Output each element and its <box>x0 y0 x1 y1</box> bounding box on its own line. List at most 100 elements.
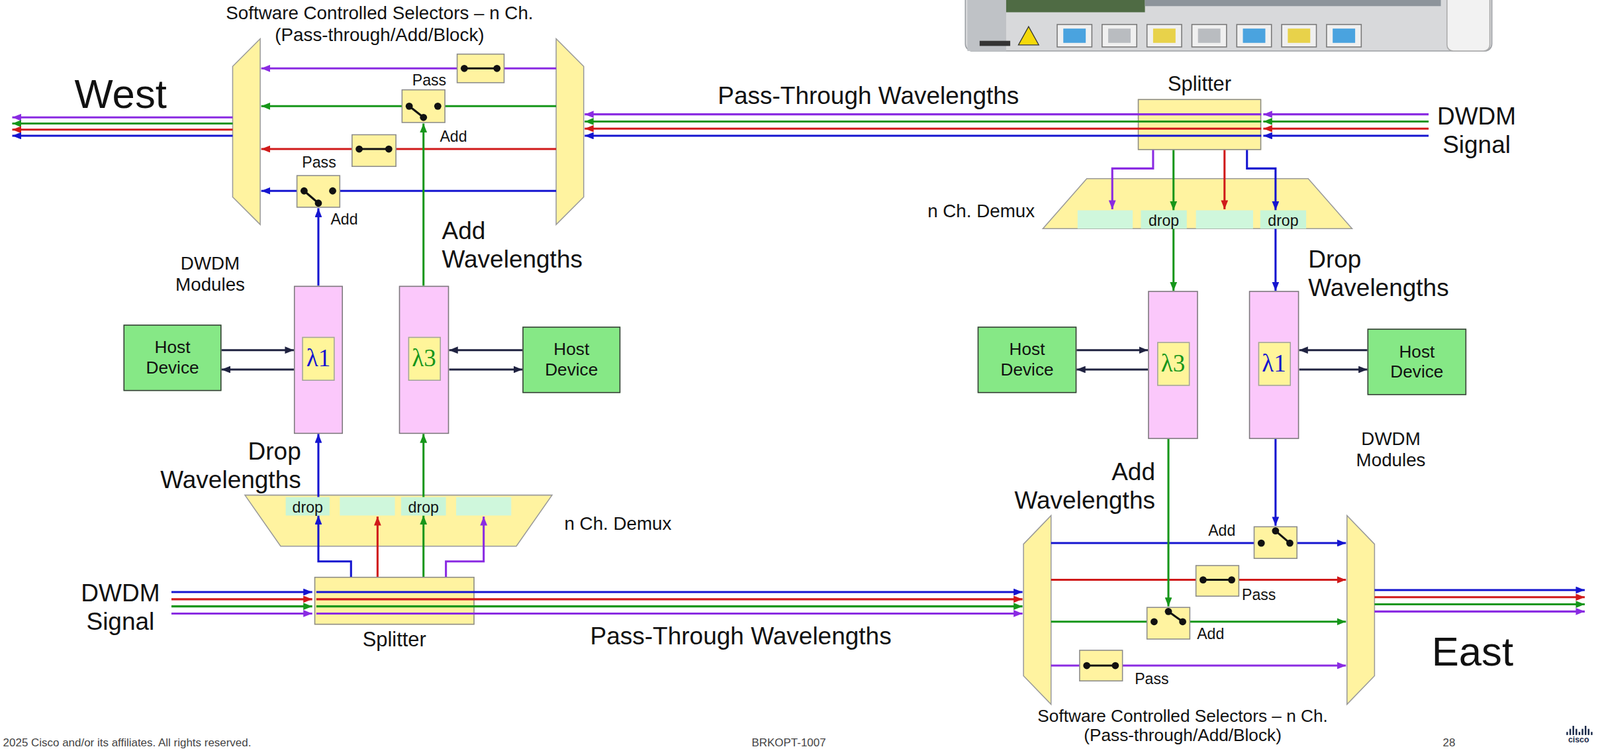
switch-dot <box>1271 526 1279 535</box>
fiber-line <box>171 597 313 600</box>
lambda-holder: λ1 <box>1249 341 1298 386</box>
tap-line <box>376 516 379 577</box>
logo-bar <box>1584 725 1587 735</box>
flow-label: Add Wavelengths <box>996 457 1156 514</box>
fiber-line <box>1051 620 1346 623</box>
logo-bar <box>1575 728 1577 735</box>
flow-label: Drop Wavelengths <box>142 436 302 494</box>
dwdm-module: λ3 <box>399 285 450 435</box>
switch-box <box>1254 526 1298 559</box>
switch-dot <box>1199 575 1207 584</box>
connector-arrow <box>1274 228 1277 291</box>
demux-label: n Ch. Demux <box>564 513 672 535</box>
fiber-line <box>1374 603 1585 606</box>
status-leds <box>979 41 1011 47</box>
switch-box <box>1079 650 1123 681</box>
port <box>1147 24 1182 48</box>
port <box>1281 24 1317 48</box>
connector-arrow <box>448 348 523 351</box>
switch-state: Pass <box>1241 586 1276 602</box>
demux-trapezoid <box>556 39 584 226</box>
logo-bar <box>1590 731 1593 735</box>
host-device-box: Host Device <box>1367 328 1467 395</box>
port <box>1191 24 1226 48</box>
switch-box <box>1147 607 1191 639</box>
card-rail <box>1145 0 1442 6</box>
line-card-photo <box>965 0 1492 51</box>
empty-port <box>339 497 395 516</box>
fiber-line <box>1051 542 1346 545</box>
splitter-fill <box>1137 99 1262 151</box>
node-label: Host Device <box>981 339 1073 380</box>
label-holder: Pass <box>1134 670 1169 686</box>
fiber-line <box>171 591 313 594</box>
fiber-line <box>1051 664 1346 667</box>
mux-trapezoid <box>1347 515 1375 704</box>
fiber-line <box>316 597 1023 600</box>
switch-state: Pass <box>412 72 447 88</box>
switch-dot <box>1257 539 1266 547</box>
switch-blade <box>359 148 390 151</box>
splitter-fill <box>314 576 475 625</box>
switch-box <box>1196 565 1240 596</box>
switch-dot <box>405 102 414 110</box>
dwdm-module: λ1 <box>293 285 343 435</box>
block-title: Software Controlled Selectors – n Ch. (P… <box>1024 706 1342 746</box>
signal-label: DWDM Signal <box>69 578 172 635</box>
card-body <box>965 0 1492 51</box>
switch-dot <box>1111 661 1119 670</box>
switch-dot <box>1165 607 1173 615</box>
connector-arrow <box>221 348 294 351</box>
connector-arrow <box>422 515 425 576</box>
label-holder: BRKOPT-1007 <box>751 735 826 749</box>
selector-switches <box>297 54 1298 681</box>
fiber-line <box>316 605 1023 608</box>
label-holder: Add Wavelengths <box>441 216 600 273</box>
label-holder: Software Controlled Selectors – n Ch. (P… <box>211 3 549 46</box>
switch-box <box>457 54 505 83</box>
splitter-label: Splitter <box>273 627 516 651</box>
flow-label: Drop Wavelengths <box>1308 244 1467 302</box>
splitter-label-holder: Splitter <box>273 627 516 651</box>
label-holder: Pass <box>301 154 336 170</box>
drop-label: drop <box>1267 211 1299 228</box>
host-device-box: Host Device <box>522 326 621 393</box>
logo-text: cisco <box>1568 735 1590 745</box>
label-holder: cisco <box>1568 735 1590 745</box>
host-device-box: Host Device <box>123 324 222 391</box>
signal-label: DWDM Signal <box>1425 101 1528 159</box>
label-holder: Add <box>330 211 358 227</box>
drop-port: drop <box>1260 210 1307 230</box>
fiber-line <box>1263 127 1429 130</box>
drop-port: drop <box>285 497 330 516</box>
switch-blade <box>1202 578 1232 581</box>
label-holder: Add Wavelengths <box>996 457 1156 514</box>
switch-dot <box>355 145 363 153</box>
node-label: Host Device <box>127 337 218 378</box>
fiber-line <box>11 128 233 131</box>
fiber-line <box>1374 595 1585 598</box>
switch-state: Add <box>439 128 467 144</box>
lambda-holder: λ3 <box>1149 341 1197 386</box>
logo-bar <box>1578 731 1581 735</box>
fiber-line <box>171 612 313 615</box>
port-connector <box>1198 28 1221 44</box>
label-holder: East <box>1431 630 1514 672</box>
logo-bar <box>1569 728 1571 735</box>
connector-arrow <box>1298 368 1367 371</box>
connector-arrow <box>317 433 320 498</box>
direction-label: West <box>74 73 167 115</box>
wavelength-label: λ3 <box>1156 341 1189 386</box>
fiber-line <box>11 122 233 125</box>
fiber-line <box>1374 610 1585 613</box>
connector-arrow <box>1298 348 1367 351</box>
switch-dot <box>434 102 442 110</box>
connector-arrow <box>1172 228 1175 291</box>
switch-box <box>297 175 341 208</box>
demux-label-holder: n Ch. Demux <box>564 513 672 535</box>
label-holder: 2025 Cisco and/or its affiliates. All ri… <box>3 735 252 749</box>
port <box>1236 24 1271 48</box>
fiber-line <box>584 113 1262 116</box>
port-connector <box>1332 28 1356 44</box>
